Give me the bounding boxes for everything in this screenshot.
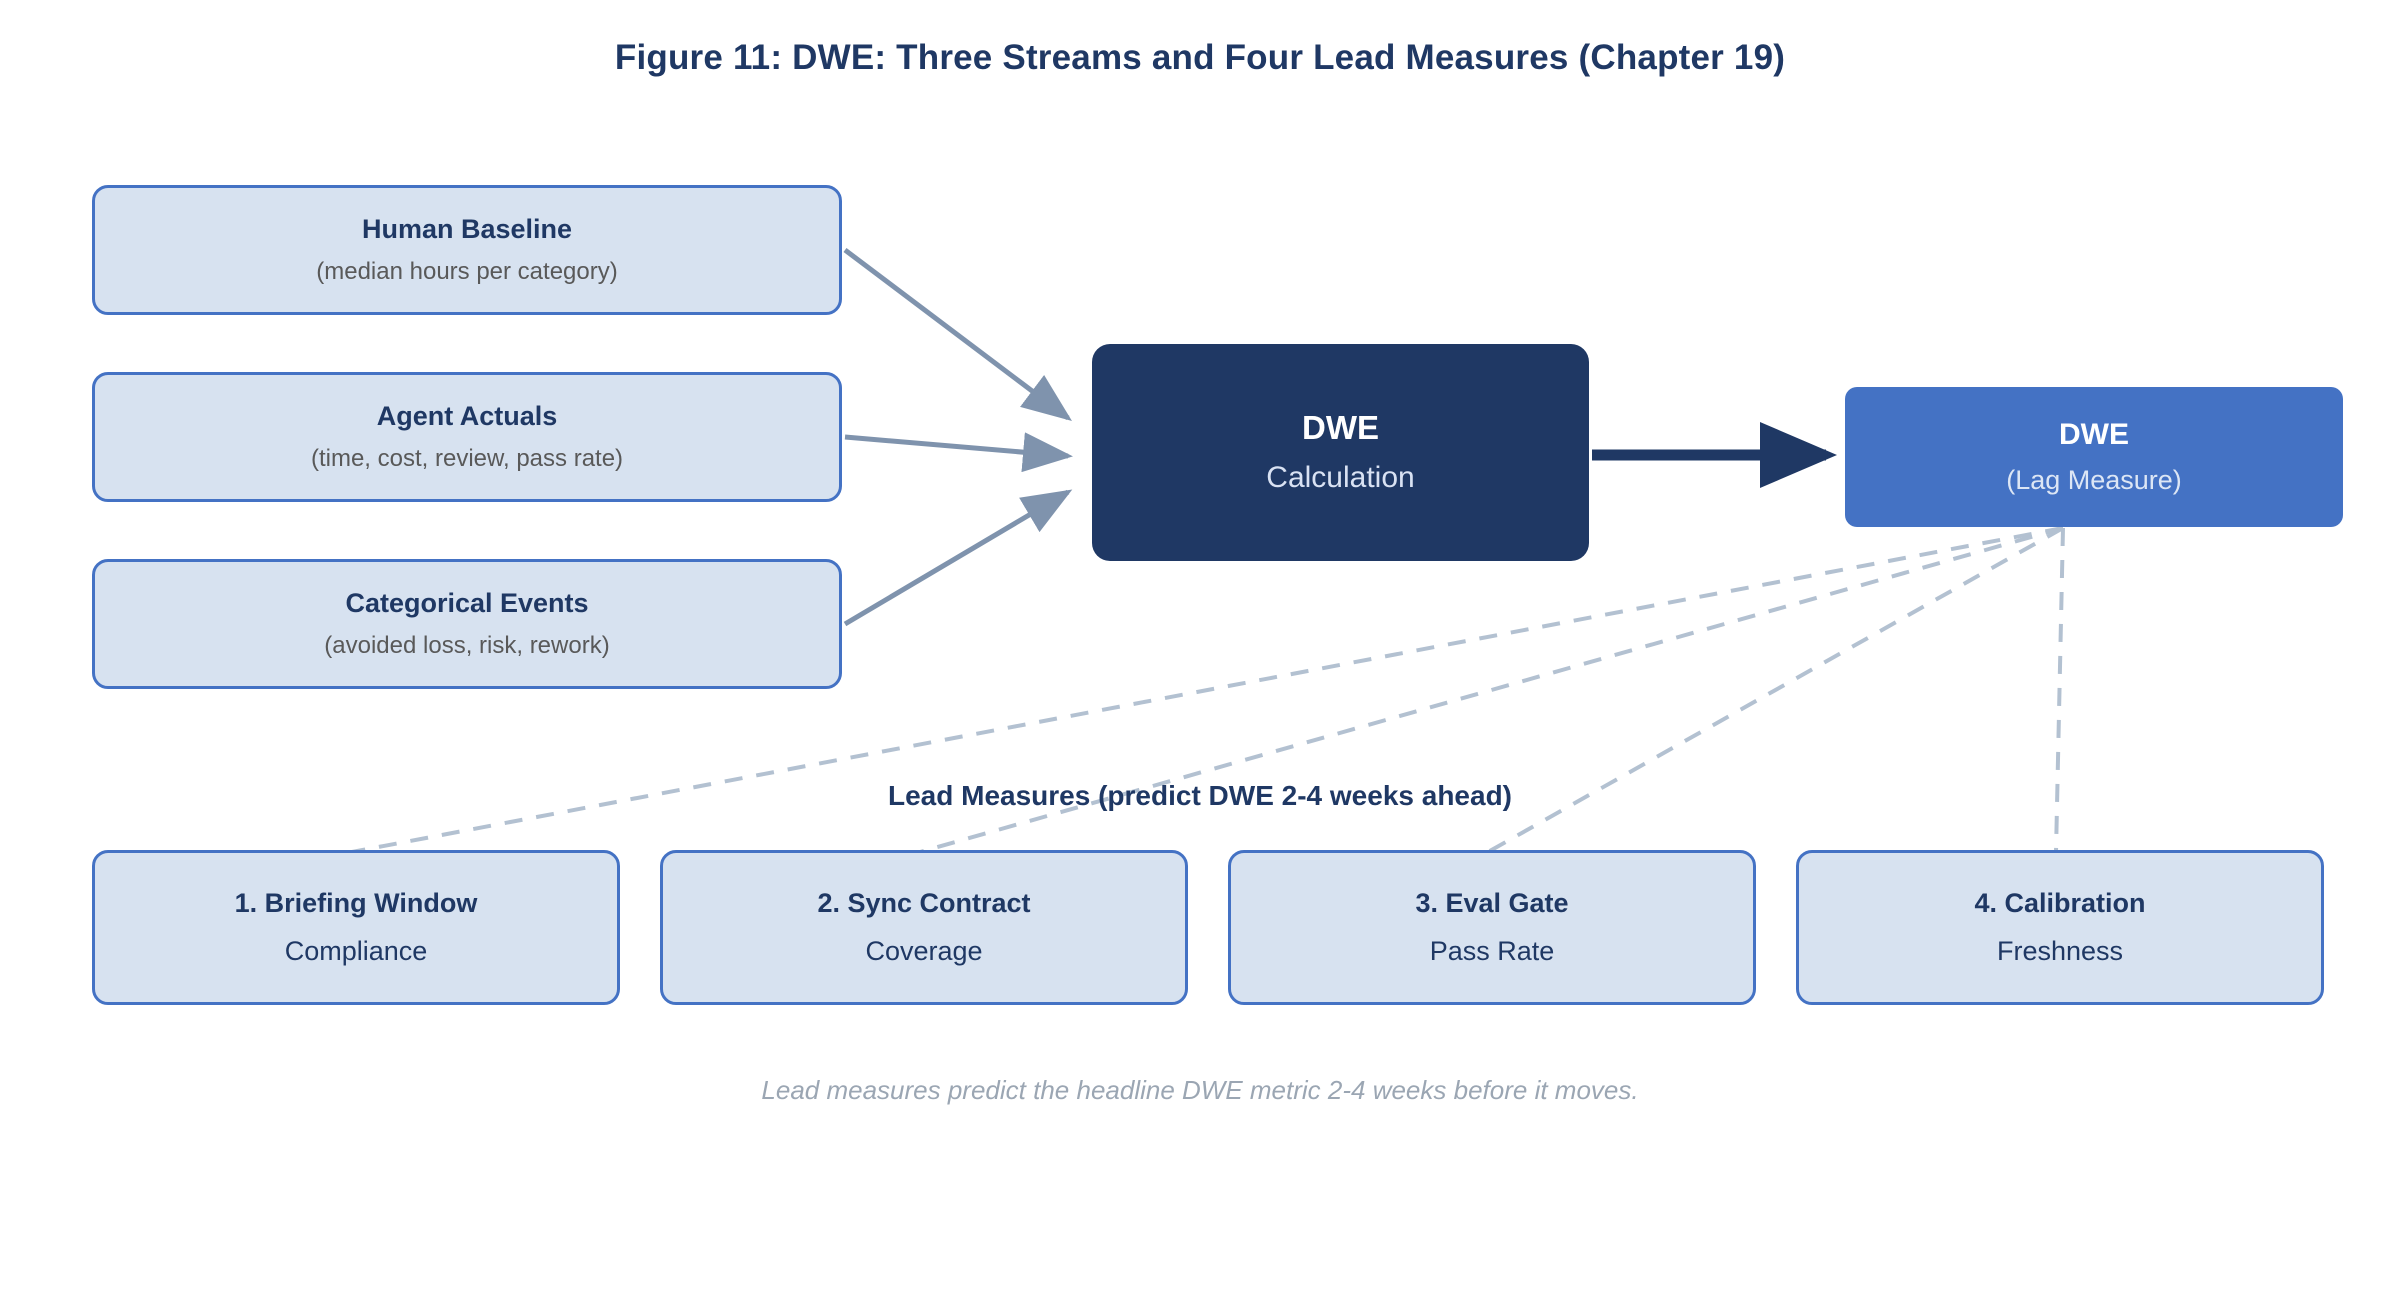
lead-measure-box-sync-contract[interactable]: 2. Sync Contract Coverage [660, 850, 1188, 1005]
stream-box-categorical-events[interactable]: Categorical Events (avoided loss, risk, … [92, 559, 842, 689]
dwe-calculation-title: DWE [1302, 409, 1379, 447]
lead-measure-box-eval-gate[interactable]: 3. Eval Gate Pass Rate [1228, 850, 1756, 1005]
dwe-lag-measure-subtitle: (Lag Measure) [2006, 464, 2182, 495]
stream-subtitle: (avoided loss, risk, rework) [324, 632, 610, 660]
lead-measure-subtitle: Coverage [865, 935, 983, 966]
stream-title: Human Baseline [361, 214, 573, 245]
dwe-calculation-subtitle: Calculation [1266, 461, 1415, 495]
dwe-calculation-box[interactable]: DWE Calculation [1092, 344, 1589, 561]
connector-categorical-events-to-calc [843, 489, 1073, 627]
lead-measure-title: 1. Briefing Window [234, 888, 478, 919]
lead-measure-subtitle: Compliance [284, 935, 428, 966]
lead-measure-box-briefing-window[interactable]: 1. Briefing Window Compliance [92, 850, 620, 1005]
stream-subtitle: (time, cost, review, pass rate) [310, 445, 624, 473]
figure-caption: Lead measures predict the headline DWE m… [761, 1075, 1639, 1105]
lead-measure-title: 4. Calibration [1974, 888, 2146, 919]
lead-measures-heading: Lead Measures (predict DWE 2-4 weeks ahe… [888, 780, 1512, 811]
stream-subtitle: (median hours per category) [316, 258, 618, 286]
stream-box-agent-actuals[interactable]: Agent Actuals (time, cost, review, pass … [92, 372, 842, 502]
dwe-lag-measure-title: DWE [2059, 418, 2129, 452]
figure-title: Figure 11: DWE: Three Streams and Four L… [614, 38, 1786, 77]
lead-measure-title: 2. Sync Contract [817, 888, 1031, 919]
dwe-lag-measure-box[interactable]: DWE (Lag Measure) [1845, 387, 2343, 527]
stream-title: Agent Actuals [376, 401, 558, 432]
lead-measure-box-calibration[interactable]: 4. Calibration Freshness [1796, 850, 2324, 1005]
lead-measure-subtitle: Pass Rate [1429, 935, 1555, 966]
stream-title: Categorical Events [345, 588, 589, 619]
connector-human-baseline-to-calc [843, 248, 1072, 422]
connector-agent-actuals-to-calc [844, 432, 1073, 473]
stream-connectors [843, 248, 1073, 627]
lead-measure-subtitle: Freshness [1996, 935, 2124, 966]
lead-measure-title: 3. Eval Gate [1415, 888, 1569, 919]
stream-box-human-baseline[interactable]: Human Baseline (median hours per categor… [92, 185, 842, 315]
